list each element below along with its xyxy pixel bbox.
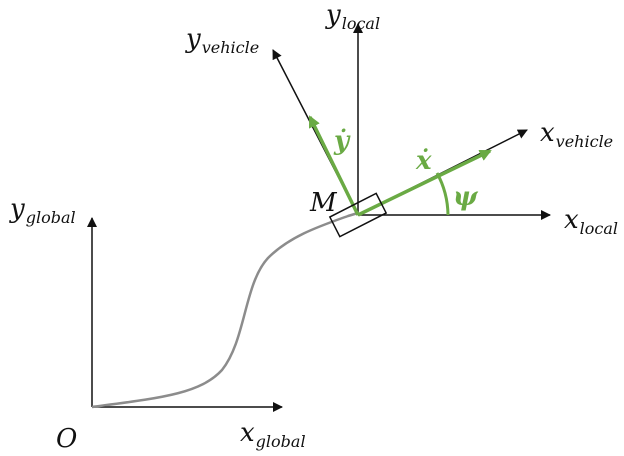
y-local-label: ylocal <box>326 0 381 33</box>
x-dot-label: ẋ <box>416 146 432 176</box>
y-dot-velocity-arrow <box>308 115 360 216</box>
y-global-label: yglobal <box>10 194 76 227</box>
y-vehicle-label: yvehicle <box>186 24 260 57</box>
vehicle-trajectory <box>91 211 359 409</box>
vehicle-body <box>328 192 388 238</box>
x-dot-velocity-arrow <box>357 149 492 217</box>
point-m-label: M <box>310 188 337 218</box>
origin-label: O <box>56 424 78 454</box>
x-global-label: xglobal <box>240 418 306 451</box>
y-dot-label: ẏ <box>334 126 350 156</box>
heading-angle-arc <box>435 172 450 216</box>
x-local-label: xlocal <box>564 205 619 238</box>
heading-angle-label: ψ <box>453 182 478 212</box>
x-vehicle-label: xvehicle <box>540 118 614 151</box>
